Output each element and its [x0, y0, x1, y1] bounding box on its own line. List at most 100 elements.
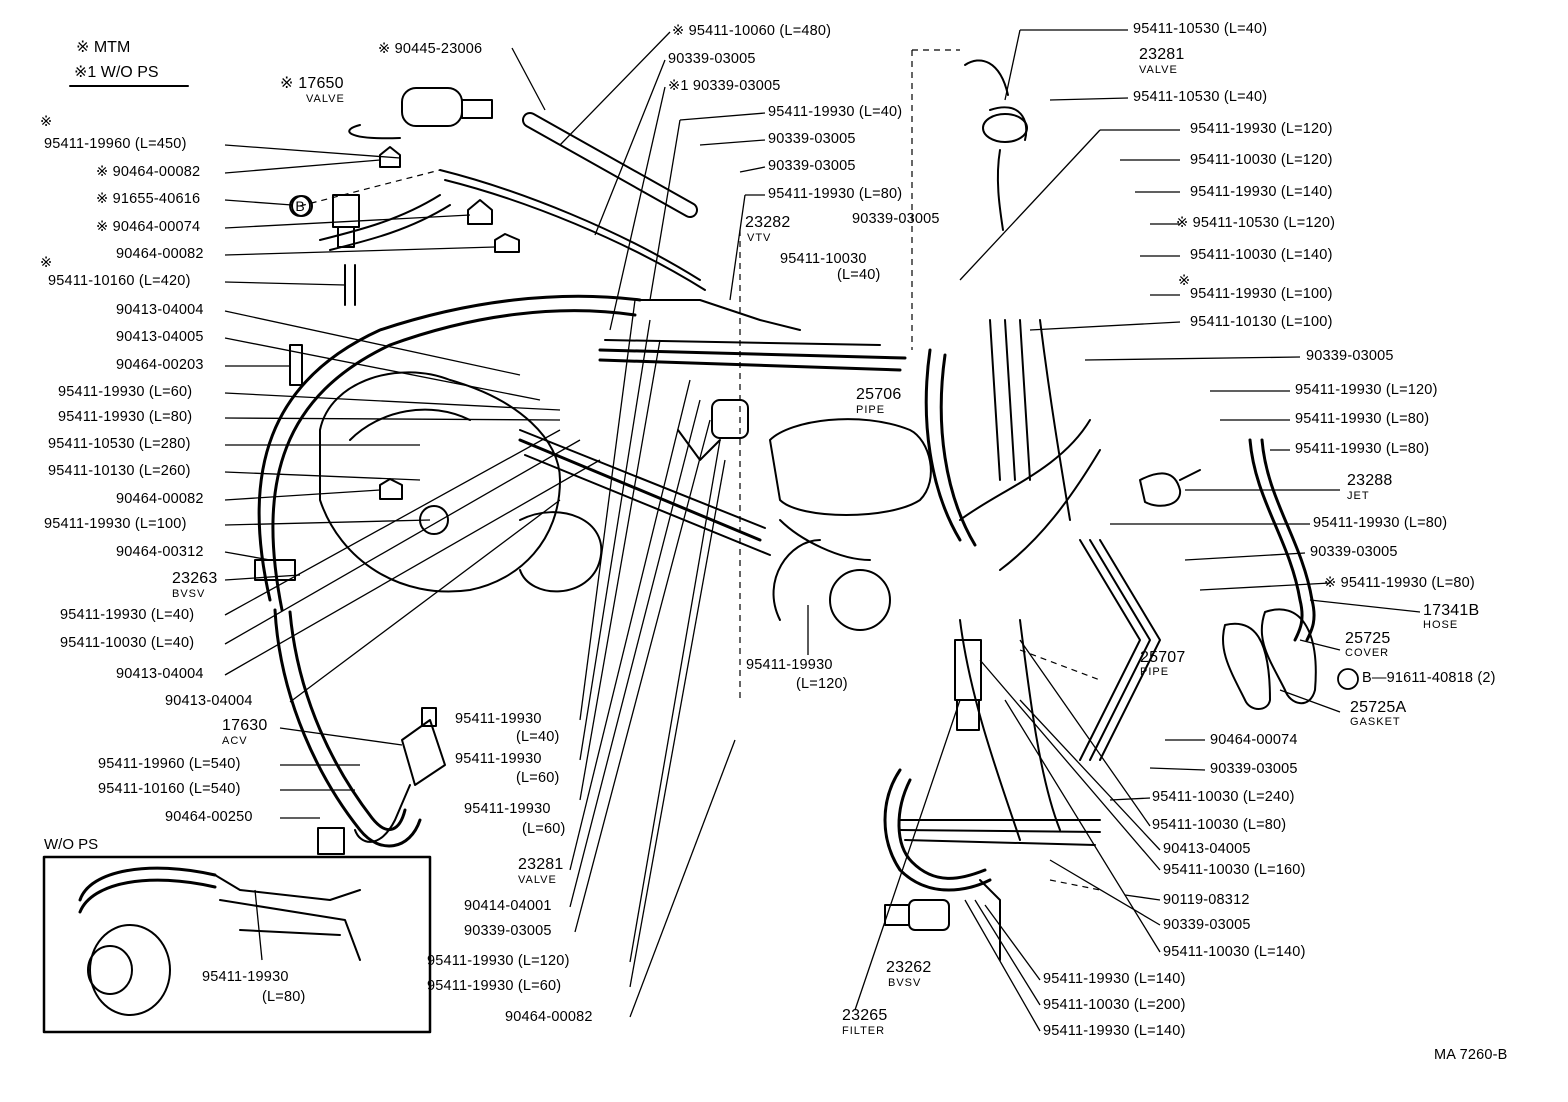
callout-label: 95411-19960 (L=450) — [44, 136, 187, 152]
callout-label: 95411-19930 (L=140) — [1043, 971, 1186, 987]
callout-label: 95411-10130 (L=100) — [1190, 314, 1333, 330]
callout-label: ※ 90464-00074 — [96, 219, 201, 235]
callout-label: 90339-03005 — [768, 131, 856, 147]
callout-label: 90464-00082 — [505, 1009, 593, 1025]
part-number: ※ 17650 — [280, 75, 344, 92]
callout-label: 90413-04005 — [1163, 841, 1251, 857]
part-name: PIPE — [856, 404, 886, 416]
callout-label: ※ — [1178, 273, 1191, 289]
callout-label: 95411-19930 (L=40) — [60, 607, 195, 623]
callout-label: ※ 90445-23006 — [378, 41, 483, 57]
callout-label: 95411-10530 (L=40) — [1133, 21, 1268, 37]
inset-length: (L=80) — [262, 989, 306, 1005]
callout-label: 90464-00074 — [1210, 732, 1298, 748]
callout-label: 95411-10030 (L=140) — [1163, 944, 1306, 960]
inset-part: 95411-19930 — [202, 969, 289, 985]
callout-label: 95411-10030 (L=240) — [1152, 789, 1295, 805]
callout-label: (L=40) — [837, 267, 881, 283]
part-name: VTV — [747, 232, 772, 244]
callout-label: 95411-19930 (L=120) — [427, 953, 570, 969]
callout-label: 90464-00250 — [165, 809, 253, 825]
part-number: 23281 — [1139, 46, 1185, 63]
part-name: FILTER — [842, 1025, 886, 1037]
callout-label: ※ 95411-10530 (L=120) — [1176, 215, 1336, 231]
callout-label: 95411-19930 (L=140) — [1190, 184, 1333, 200]
callout-label: 95411-19930 (L=60) — [58, 384, 193, 400]
callout-label: 95411-10130 (L=260) — [48, 463, 191, 479]
callout-label: 90339-03005 — [1210, 761, 1298, 777]
callout-label: 95411-10030 (L=160) — [1163, 862, 1306, 878]
callout-label: 90339-03005 — [768, 158, 856, 174]
part-name: PIPE — [1140, 666, 1170, 678]
callout-label: 90464-00082 — [116, 246, 204, 262]
callout-label: ※ 95411-10060 (L=480) — [672, 23, 832, 39]
figure-reference: MA 7260-B — [1434, 1047, 1508, 1063]
callout-label: (L=120) — [796, 676, 848, 692]
callout-label: 90339-03005 — [1310, 544, 1398, 560]
callout-label: (L=40) — [516, 729, 560, 745]
callout-label: 95411-19930 — [746, 657, 833, 673]
callout-label: 95411-10030 (L=140) — [1190, 247, 1333, 263]
callout-label: ※1 90339-03005 — [668, 78, 781, 94]
callout-label: 90464-00082 — [116, 491, 204, 507]
part-name: VALVE — [518, 874, 557, 886]
callout-label: 95411-10030 (L=80) — [1152, 817, 1287, 833]
part-name: HOSE — [1423, 619, 1459, 631]
callout-label: 90413-04004 — [165, 693, 253, 709]
callout-label: 90413-04005 — [116, 329, 204, 345]
callout-label: 95411-19930 (L=80) — [768, 186, 903, 202]
part-name: JET — [1347, 490, 1370, 502]
part-name: ACV — [222, 735, 248, 747]
callout-label: 95411-10160 (L=420) — [48, 273, 191, 289]
part-name: BVSV — [888, 977, 922, 989]
callout-label: 90339-03005 — [1306, 348, 1394, 364]
callout-label: ※ 95411-19930 (L=80) — [1324, 575, 1475, 591]
part-number: 23281 — [518, 856, 564, 873]
part-number: 23265 — [842, 1007, 888, 1024]
legend-wops: ※1 W/O PS — [74, 64, 159, 81]
part-name: BVSV — [172, 588, 206, 600]
callout-label: 95411-19930 (L=120) — [1190, 121, 1333, 137]
callout-label: 95411-19930 (L=80) — [1313, 515, 1448, 531]
callout-label: 90339-03005 — [1163, 917, 1251, 933]
callout-label: 95411-19930 (L=80) — [58, 409, 193, 425]
callout-label: 95411-10160 (L=540) — [98, 781, 241, 797]
inset-title: W/O PS — [44, 836, 99, 853]
callout-label: 95411-19930 — [455, 711, 542, 727]
callout-label: 90339-03005 — [668, 51, 756, 67]
callout-label: 95411-19930 (L=100) — [44, 516, 187, 532]
callout-label: 95411-19930 (L=140) — [1043, 1023, 1186, 1039]
b-marker-right — [1337, 668, 1359, 690]
callout-label: 95411-19930 (L=40) — [768, 104, 903, 120]
part-name: VALVE — [306, 93, 345, 105]
part-number: 23262 — [886, 959, 932, 976]
part-number: 25725 — [1345, 630, 1391, 647]
callout-label: 90413-04004 — [116, 302, 204, 318]
callout-label: 95411-10530 (L=40) — [1133, 89, 1268, 105]
callout-label: 90339-03005 — [852, 211, 940, 227]
callout-label: 95411-19930 (L=80) — [1295, 441, 1430, 457]
callout-label: 95411-10530 (L=280) — [48, 436, 191, 452]
callout-label: 95411-10030 — [780, 251, 867, 267]
callout-label: ※ 90464-00082 — [96, 164, 201, 180]
callout-label: 90119-08312 — [1163, 892, 1250, 908]
part-name: COVER — [1345, 647, 1390, 659]
part-number: 17341B — [1423, 602, 1480, 619]
callout-label: B—91611-40818 (2) — [1362, 670, 1496, 686]
b-marker-left-text: B — [295, 198, 304, 214]
callout-label: (L=60) — [516, 770, 560, 786]
part-number: 25706 — [856, 386, 902, 403]
b-marker-left — [289, 195, 311, 217]
callout-label: 90464-00203 — [116, 357, 204, 373]
callout-label: 95411-19930 (L=120) — [1295, 382, 1438, 398]
callout-label: ※ 91655-40616 — [96, 191, 201, 207]
callout-label: (L=60) — [522, 821, 566, 837]
part-number: 17630 — [222, 717, 268, 734]
callout-label: 95411-10030 (L=40) — [60, 635, 195, 651]
callout-label: 95411-19930 (L=80) — [1295, 411, 1430, 427]
part-name: GASKET — [1350, 716, 1401, 728]
part-name: VALVE — [1139, 64, 1178, 76]
callout-label: 90414-04001 — [464, 898, 552, 914]
